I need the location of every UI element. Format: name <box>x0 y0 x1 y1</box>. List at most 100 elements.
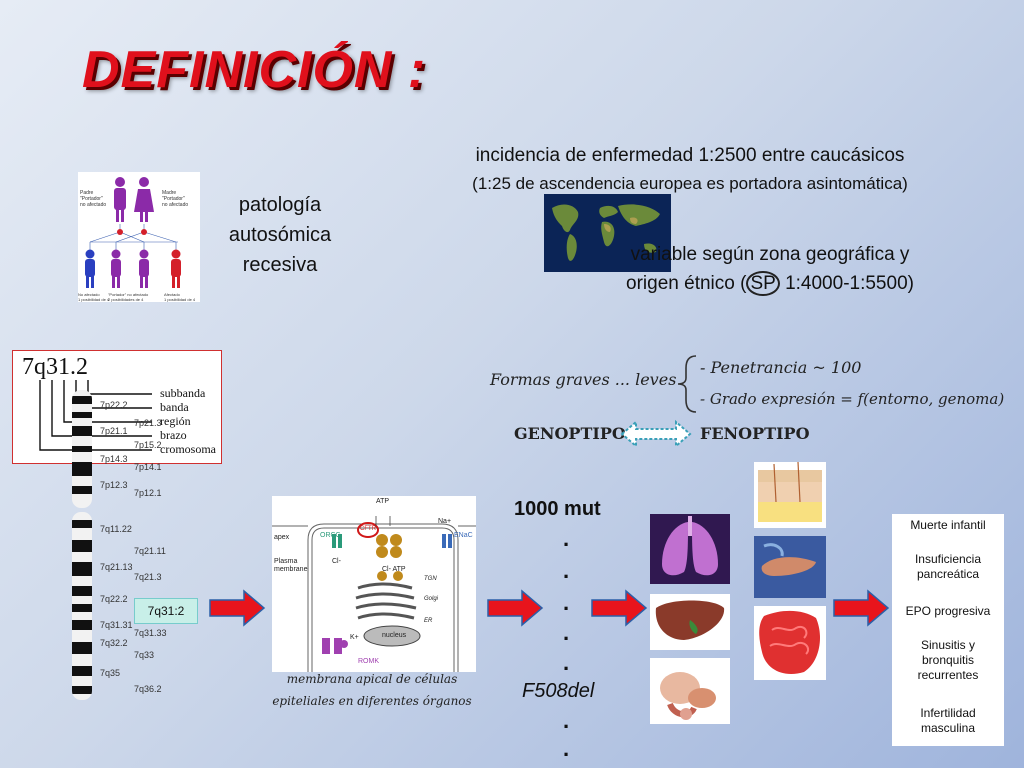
outcomes-panel: Muerte infantil Insuficiencia pancreátic… <box>892 514 1004 746</box>
lungs-icon <box>650 514 730 584</box>
incidencia-line3: variable según zona geográfica y <box>630 244 910 265</box>
liver-icon <box>655 600 725 640</box>
locus-label: 7q31:2 <box>147 604 185 618</box>
band-label: 7q21.11 <box>134 546 166 556</box>
band-label: 7p21.1 <box>100 426 128 436</box>
formas-left: Formas graves ... leves <box>490 370 677 389</box>
arrow-right-icon <box>209 589 266 627</box>
formas-penetrancia: - Penetrancia ~ 100 <box>700 358 862 377</box>
mutation-dot: . <box>562 526 570 551</box>
cell-enac: ENaC <box>454 532 473 539</box>
cell-golgi: Golgi <box>424 596 439 602</box>
intestine-image <box>754 606 826 680</box>
pedigree-madre: Madre <box>162 190 177 196</box>
pedigree-figure <box>85 177 181 288</box>
band-label: 7q31.31 <box>100 620 133 630</box>
band-label: 7q11.22 <box>100 524 132 534</box>
incidencia-line2: (1:25 de ascendencia europea es portador… <box>472 174 908 193</box>
patologia-text: patología autosómica recesiva <box>205 190 355 280</box>
locus-label-box: 7q31:2 <box>134 598 198 624</box>
cell-cl: Cl- <box>332 558 341 565</box>
band-label: 7q36.2 <box>134 684 162 694</box>
patologia-line2: autosómica <box>228 224 332 246</box>
brace-icon <box>677 355 697 413</box>
chromosome-title: 7q31.2 <box>22 354 88 380</box>
pedigree-madre-sub2: no afectado <box>162 202 189 208</box>
legend-region: región <box>160 414 191 428</box>
arrow-right-icon <box>833 589 890 627</box>
band-label: 7q21.3 <box>134 572 162 582</box>
chromosome-body <box>72 390 92 700</box>
intestine-icon <box>759 610 820 674</box>
formas-grado: - Grado expresión = f(entorno, genoma) <box>700 390 1005 408</box>
double-arrow-icon <box>620 419 692 449</box>
cell-cftr: CFTR <box>360 526 376 532</box>
pedigree-padre-sub1: "Portador" <box>80 196 103 202</box>
incidencia-line4-b: 1:4000-1:5500) <box>779 273 914 294</box>
arrow-right-icon <box>591 589 648 627</box>
cell-atp-top: ATP <box>376 498 390 505</box>
mutation-dot: . <box>562 736 570 761</box>
cell-tgn: TGN <box>424 576 437 582</box>
reproductive-organ-icon <box>660 672 716 720</box>
genotipo-label: GENOPTIPO <box>514 424 626 443</box>
incidencia-line4-a: origen étnico ( <box>626 273 747 294</box>
band-label: 7p12.3 <box>100 480 128 490</box>
cell-k: K+ <box>350 634 359 641</box>
patologia-line3: recesiva <box>242 254 318 276</box>
cell-caption-line2: epiteliales en diferentes órganos <box>272 694 472 708</box>
chromosome-ideogram <box>12 350 222 464</box>
band-label: 7p14.1 <box>134 462 162 472</box>
outcome-infertilidad: Infertilidad masculina <box>920 706 976 735</box>
outcome-epo-progresiva: EPO progresiva <box>905 604 991 618</box>
outcome-sinusitis: Sinusitis y bronquitis recurrentes <box>917 638 979 682</box>
pedigree-diagram: Padre "Portador" no afectado Madre "Port… <box>78 172 200 302</box>
liver-image <box>650 594 730 650</box>
band-label: 7q32.2 <box>100 638 128 648</box>
band-label: 7q31.33 <box>134 628 167 638</box>
cell-plasma-membrane: Plasma membrane <box>274 558 307 574</box>
cell-cl-atp: Cl- ATP <box>382 566 406 573</box>
pedigree-madre-sub1: "Portador" <box>162 196 185 202</box>
mutation-dot: . <box>562 708 570 733</box>
world-map-image <box>544 194 671 272</box>
outcome-insuficiencia-pancreatica: Insuficiencia pancreática <box>914 552 982 581</box>
legend-brazo: brazo <box>160 428 187 442</box>
skin-image <box>754 461 826 528</box>
band-label: 7p12.1 <box>134 488 162 498</box>
lungs-image <box>650 514 730 584</box>
fenotipo-label: FENOPTIPO <box>700 424 810 443</box>
cell-orcc: ORCC <box>320 532 341 539</box>
patologia-line1: patología <box>238 194 322 216</box>
band-label: 7q22.2 <box>100 594 128 604</box>
skin-layers-icon <box>758 461 822 522</box>
reproductive-image <box>650 658 730 724</box>
page-title: DEFINICIÓN : <box>82 41 427 99</box>
outcome-muerte-infantil: Muerte infantil <box>910 518 986 532</box>
legend-subbanda: subbanda <box>160 386 206 400</box>
mutations-count: 1000 mut <box>514 498 601 520</box>
pedigree-padre: Padre <box>80 190 94 196</box>
cell-nucleus: nucleus <box>382 632 407 639</box>
mutation-dot: . <box>562 620 570 645</box>
legend-cromosoma: cromosoma <box>160 442 216 456</box>
cell-romk: ROMK <box>358 658 379 665</box>
mutation-dot: . <box>562 558 570 583</box>
incidencia-line1: incidencia de enfermedad 1:2500 entre ca… <box>475 145 905 166</box>
arrow-right-icon <box>487 589 544 627</box>
mutation-f508del: F508del <box>522 680 595 702</box>
world-map-icon <box>544 194 671 272</box>
cell-caption: membrana apical de células epiteliales e… <box>262 668 482 712</box>
pedigree-padre-sub2: no afectado <box>80 202 107 208</box>
cell-diagram: ATP apex Plasma membrane ORCC CFTR Na+ E… <box>272 496 476 672</box>
cell-er: ER <box>424 618 433 624</box>
mutation-dot: . <box>562 650 570 675</box>
pancreas-icon <box>754 536 826 598</box>
incidencia-line4: origen étnico (SP 1:4000-1:5500) <box>560 271 980 296</box>
cell-membrane-figure <box>272 516 476 672</box>
cell-apex: apex <box>274 534 290 541</box>
sp-circled: SP <box>746 271 780 296</box>
